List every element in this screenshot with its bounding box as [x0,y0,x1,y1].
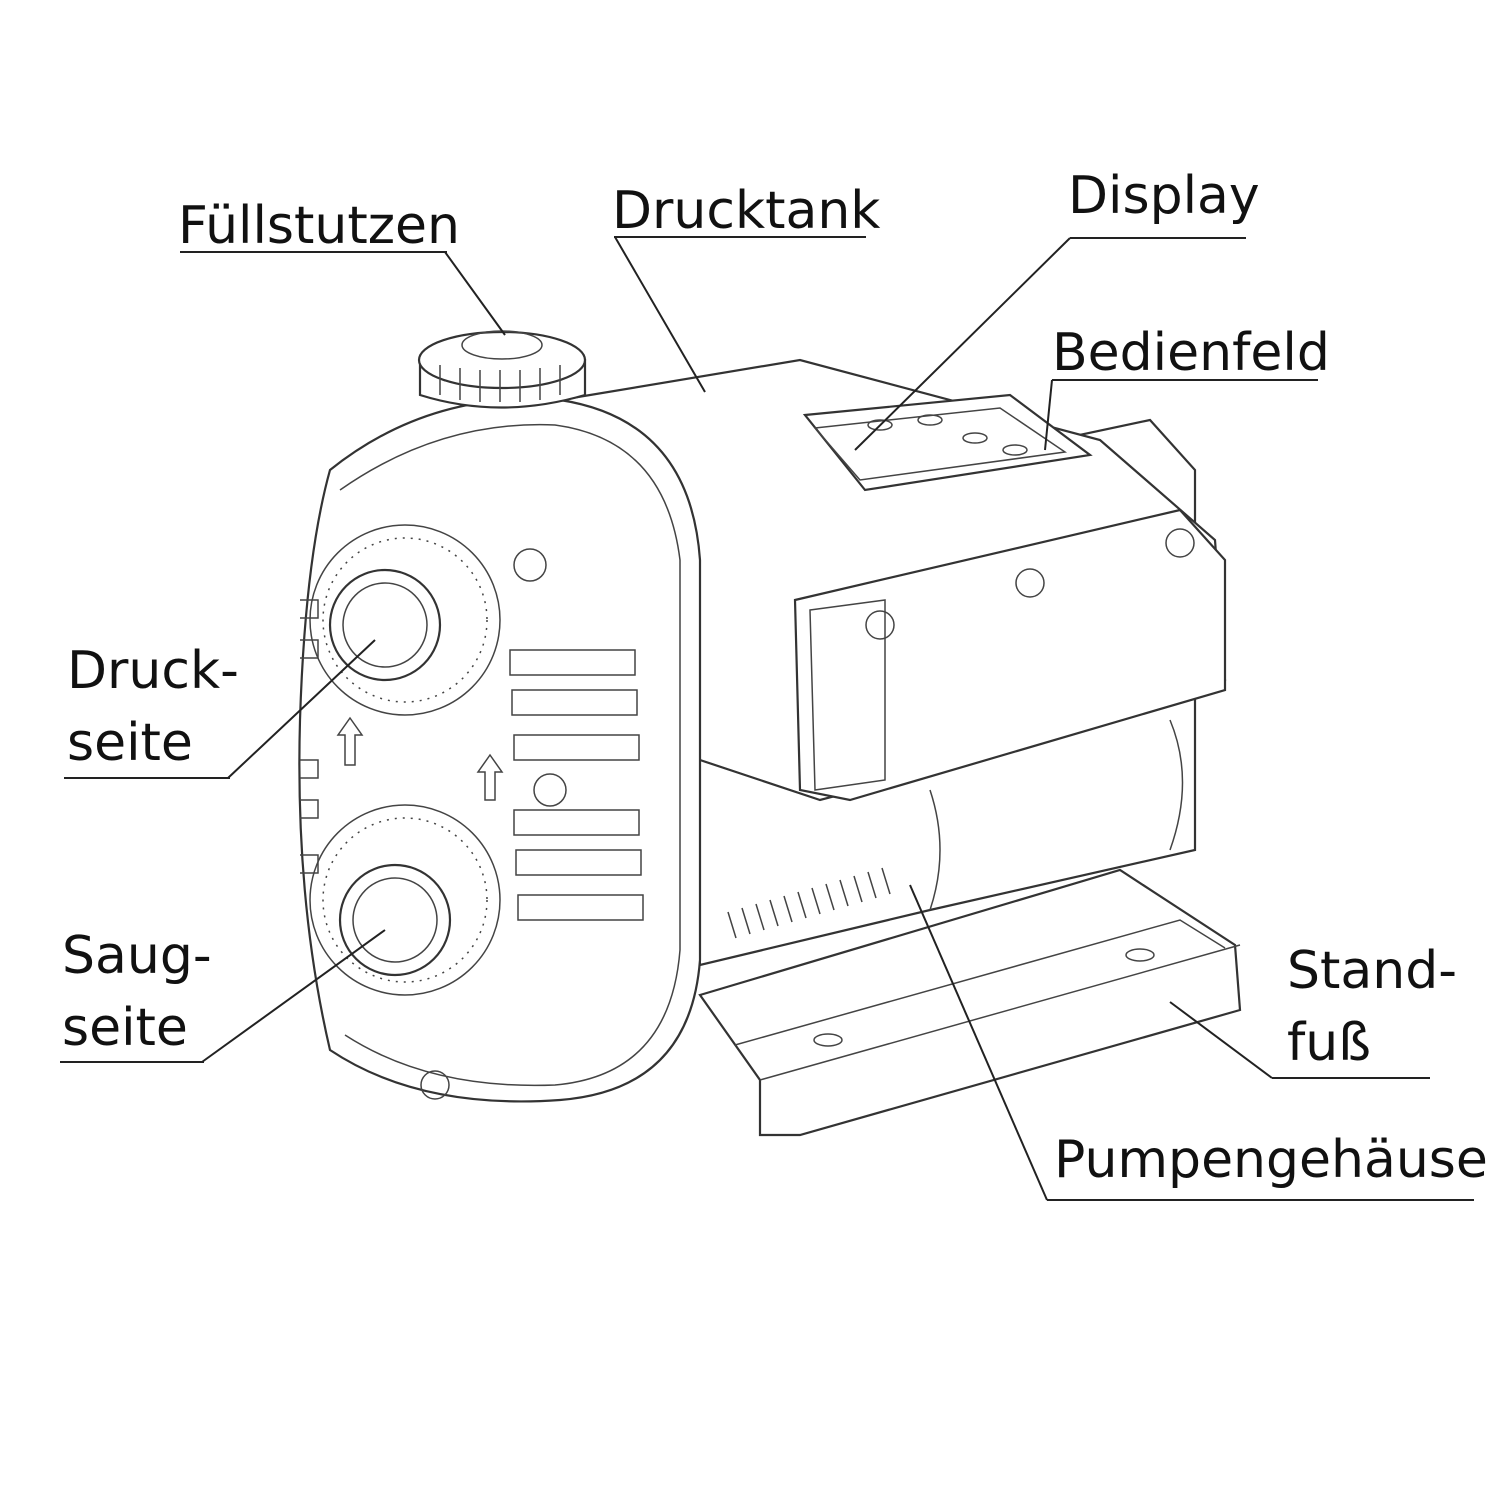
leader-standfuss [1169,1001,1273,1079]
label-bedienfeld: Bedienfeld [1052,323,1330,383]
leader-druckseite [227,639,376,779]
filler-cap-drawing [417,330,587,409]
leader-fuellstutzen [444,251,506,336]
pressure-port-drawing [309,524,501,716]
label-pumpengehaeuse: Pumpengehäuse [1054,1130,1488,1190]
labels: Füllstutzen Drucktank Display Bedienfeld… [60,166,1488,1201]
front-cover-drawing [298,397,702,1103]
vent-slots [727,867,891,939]
label-standfuss-line1: Stand- [1287,941,1457,1001]
pump-illustration [298,330,1242,1137]
leader-display [854,237,1071,451]
pressure-tank-drawing [557,358,1227,802]
label-fuellstutzen: Füllstutzen [178,196,460,256]
leader-pumpengehaeuse [909,884,1048,1201]
label-saugseite-line2: seite [62,998,188,1058]
stand-foot-drawing [698,868,1242,1137]
leader-lines [201,236,1273,1201]
suction-port-drawing [309,804,501,996]
label-display: Display [1068,166,1260,226]
label-drucktank: Drucktank [612,181,880,241]
label-druckseite-line2: seite [67,713,193,773]
control-panel-drawing [802,393,1093,492]
label-saugseite-line1: Saug- [62,926,212,986]
leader-drucktank [614,236,706,393]
label-druckseite-line1: Druck- [67,641,239,701]
label-standfuss-line2: fuß [1287,1013,1371,1073]
leader-saugseite [201,929,386,1063]
leader-bedienfeld [1044,379,1053,451]
